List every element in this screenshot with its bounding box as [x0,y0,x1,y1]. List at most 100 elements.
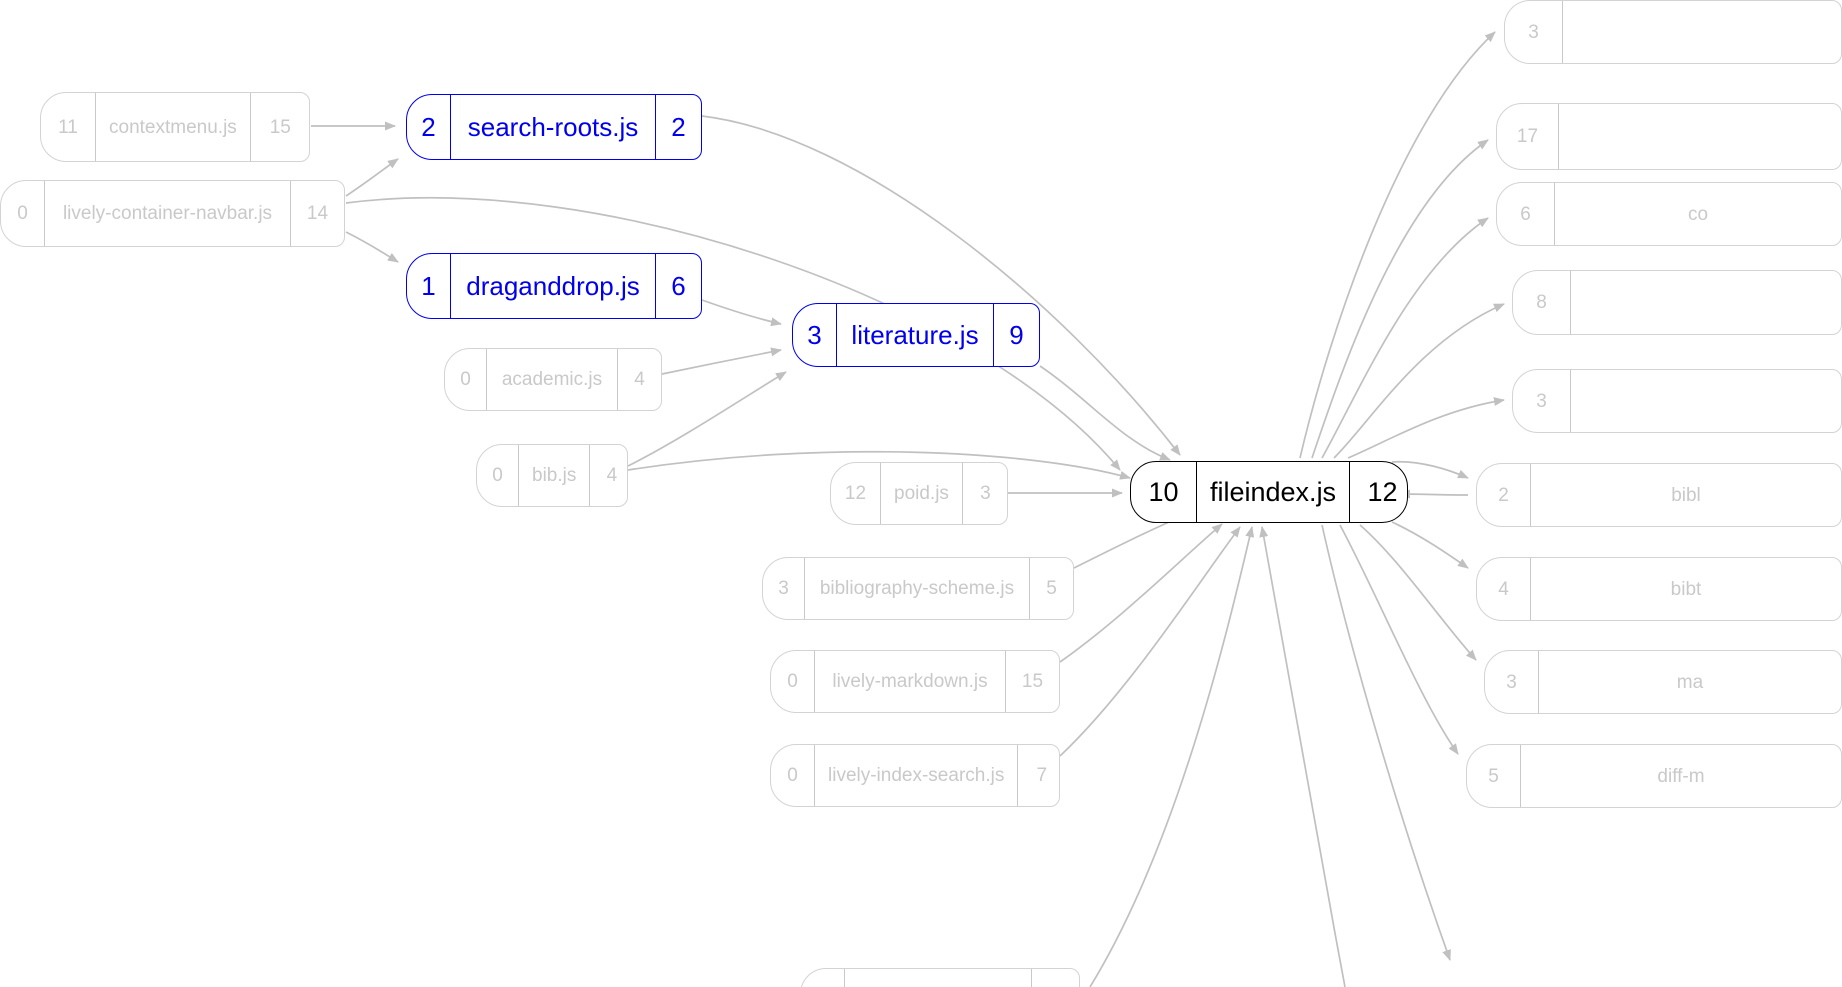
edge [345,158,399,197]
node-incoming-count: 0 [477,445,519,506]
node-label: co [1687,203,1709,225]
edge [1299,31,1496,459]
graph-node-right-3-ma[interactable]: 3 ma [1484,650,1842,714]
graph-node-bottom-partial[interactable] [800,968,1080,987]
node-outgoing-count: 2 [655,95,701,159]
node-outgoing-count: 6 [655,254,701,318]
node-label [1559,104,1841,169]
node-incoming-count [801,969,845,987]
edge [1259,526,1346,987]
graph-node-literature[interactable]: 3 literature.js 9 [792,303,1040,367]
node-incoming-count: 0 [771,651,815,712]
node-incoming-count: 1 [407,254,451,318]
node-label: search-roots.js [467,112,639,142]
node-outgoing-count: 7 [1017,745,1059,806]
node-label: lively-index-search.js [828,765,1005,786]
node-label: fileindex.js [1210,476,1337,507]
edge [661,347,782,375]
node-label: lively-markdown.js [832,671,988,692]
node-outgoing-count: 4 [589,445,627,506]
node-incoming-count: 2 [1477,464,1531,526]
graph-node-lively-container-navbar[interactable]: 0 lively-container-navbar.js 14 [0,180,345,247]
edge [701,115,1181,456]
node-label: ma [1676,671,1704,693]
edge [1391,521,1469,569]
node-incoming-count: 3 [1505,1,1563,63]
node-incoming-count: 12 [831,463,881,524]
node-label: bibl [1671,484,1701,506]
graph-node-right-3-mid[interactable]: 3 [1512,369,1842,433]
node-outgoing-count [1031,969,1079,987]
node-incoming-count: 3 [793,304,837,366]
node-outgoing-count: 4 [617,349,661,410]
graph-node-right-8[interactable]: 8 [1512,270,1842,335]
edge [345,231,399,263]
edge [1359,524,1477,661]
node-label: academic.js [501,369,603,390]
node-label [1571,370,1841,432]
graph-node-lively-index-search[interactable]: 0 lively-index-search.js 7 [770,744,1060,807]
node-label: bib.js [532,465,577,486]
edge [1347,397,1505,459]
edge [1059,526,1241,757]
node-outgoing-count: 12 [1349,462,1407,522]
edge [627,450,1131,480]
node-label: diff-m [1657,765,1705,787]
node-outgoing-count: 15 [249,93,309,161]
node-incoming-count: 5 [1467,745,1521,807]
node-label [1563,1,1841,63]
graph-node-right-5-diffm[interactable]: 5 diff-m [1466,744,1842,808]
node-outgoing-count: 3 [961,463,1007,524]
graph-node-poid[interactable]: 12 poid.js 3 [830,462,1008,525]
edge [1311,139,1489,459]
edge [627,371,787,467]
node-incoming-count: 3 [763,558,805,619]
node-incoming-count: 0 [771,745,815,806]
node-label: literature.js [851,320,979,350]
node-incoming-count: 17 [1497,104,1559,169]
graph-node-contextmenu[interactable]: 11 contextmenu.js 15 [40,92,310,162]
node-incoming-count: 11 [41,93,96,161]
edge [1089,526,1255,987]
node-incoming-count: 10 [1131,462,1197,522]
edge [1039,365,1171,461]
graph-node-right-3-top[interactable]: 3 [1504,0,1842,64]
graph-node-right-17[interactable]: 17 [1496,103,1842,170]
edge [1333,303,1505,459]
node-incoming-count: 3 [1513,370,1571,432]
edge [345,197,1121,471]
graph-node-right-2-bibl[interactable]: 2 bibl [1476,463,1842,527]
node-incoming-count: 0 [445,349,487,410]
edge [1321,217,1489,459]
node-incoming-count: 8 [1513,271,1571,334]
graph-node-search-roots[interactable]: 2 search-roots.js 2 [406,94,702,160]
edge [1339,524,1459,755]
graph-node-draganddrop[interactable]: 1 draganddrop.js 6 [406,253,702,319]
node-incoming-count: 2 [407,95,451,159]
node-label: contextmenu.js [109,116,237,138]
graph-node-fileindex[interactable]: 10 fileindex.js 12 [1130,461,1408,523]
graph-node-right-6-co[interactable]: 6 co [1496,182,1842,246]
edge [1321,524,1451,961]
node-incoming-count: 0 [1,181,45,246]
node-label: lively-container-navbar.js [62,203,273,224]
node-incoming-count: 4 [1477,558,1531,620]
edge [701,299,782,327]
node-label [1571,271,1841,334]
edge [1059,523,1223,663]
node-incoming-count: 3 [1485,651,1539,713]
node-label: poid.js [894,483,949,504]
edge [1391,460,1469,479]
node-outgoing-count: 9 [993,304,1039,366]
graph-node-bib[interactable]: 0 bib.js 4 [476,444,628,507]
node-label: draganddrop.js [466,271,640,301]
node-label: bibliography-scheme.js [819,578,1015,599]
node-outgoing-count: 14 [290,181,344,246]
node-incoming-count: 6 [1497,183,1555,245]
graph-node-academic[interactable]: 0 academic.js 4 [444,348,662,411]
